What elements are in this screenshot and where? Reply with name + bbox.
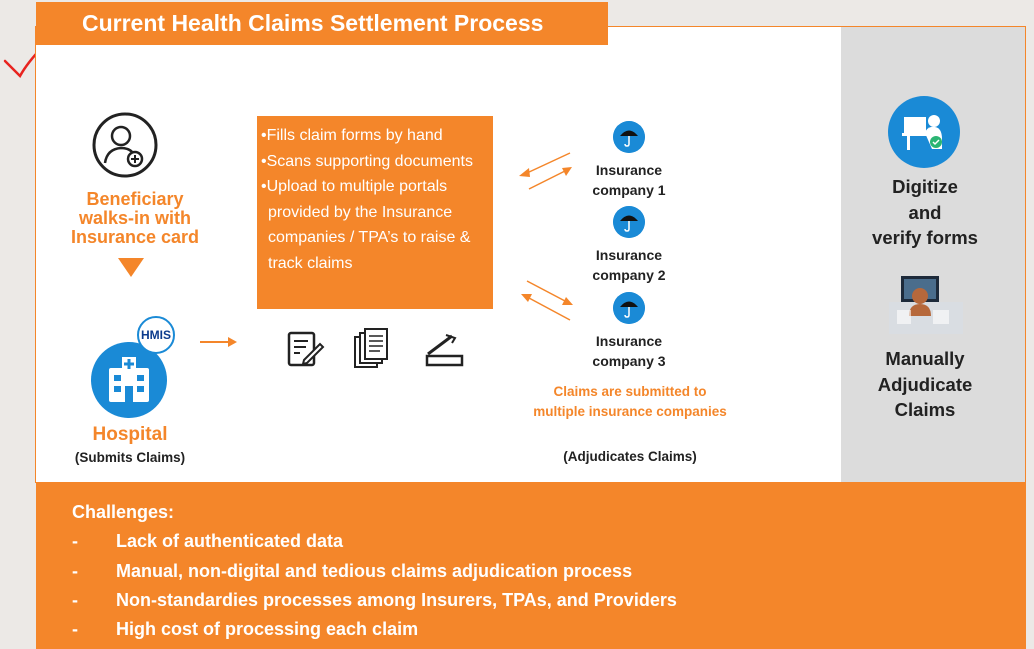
computer-user-icon	[888, 96, 960, 168]
step-item: •Fills claim forms by hand	[261, 127, 443, 144]
steps-box: •Fills claim forms by hand •Scans suppor…	[257, 116, 493, 309]
manual-line: Claims	[894, 399, 956, 420]
challenge-item: - Lack of authenticated data	[72, 531, 343, 552]
insurance-company-1: Insurance company 1	[574, 160, 684, 200]
dash: -	[72, 561, 78, 581]
beneficiary-line: Insurance card	[70, 227, 200, 247]
dash: -	[72, 590, 78, 610]
desktop-user-icon	[889, 276, 963, 334]
documents-icon	[354, 328, 388, 368]
challenge-text: Lack of authenticated data	[116, 531, 344, 551]
manual-line: Manually	[885, 348, 965, 369]
hospital-label: Hospital	[92, 424, 168, 445]
insurance-line: company 1	[592, 182, 666, 198]
dash: -	[72, 531, 78, 551]
manual-line: Adjudicate	[877, 373, 973, 395]
beneficiary-label: Beneficiary walks-in with Insurance card	[40, 190, 230, 247]
scanner-icon	[425, 334, 464, 367]
challenge-item: - Non-standardies processes among Insurer…	[72, 590, 677, 611]
hospital-icon	[91, 342, 167, 418]
double-arrow-icon	[521, 280, 573, 321]
right-arrow-icon	[200, 337, 237, 347]
challenge-item: - Manual, non-digital and tedious claims …	[72, 561, 632, 582]
insurance-line: company 3	[592, 353, 666, 369]
digitize-label: Digitize and verify forms	[850, 174, 1000, 251]
down-arrow-icon	[118, 258, 144, 277]
step-item: •Upload to multiple portals provided by …	[261, 178, 471, 272]
manual-adjudicate-label: Manually Adjudicate Claims	[850, 346, 1000, 423]
hmis-badge: HMIS	[137, 316, 175, 354]
umbrella-icon	[613, 206, 645, 238]
digitize-line: verify forms	[872, 227, 978, 248]
beneficiary-line: Beneficiary	[86, 189, 184, 209]
patient-icon	[92, 112, 158, 178]
submits-claims-label: (Submits Claims)	[74, 450, 186, 465]
insurance-company-3: Insurance company 3	[574, 331, 684, 371]
beneficiary-line: walks-in with	[78, 208, 192, 228]
insurance-line: Insurance	[595, 162, 663, 178]
challenges-panel	[36, 483, 1026, 649]
umbrella-icon	[613, 292, 645, 324]
challenge-text: High cost of processing each claim	[116, 619, 419, 639]
challenge-item: - High cost of processing each claim	[72, 619, 418, 640]
insurance-company-2: Insurance company 2	[574, 245, 684, 285]
insurance-line: company 2	[592, 267, 666, 283]
double-arrow-icon	[519, 152, 572, 190]
page-title: Current Health Claims Settlement Process	[36, 2, 608, 45]
challenges-heading: Challenges:	[72, 502, 175, 522]
insurance-line: Insurance	[595, 247, 663, 263]
form-edit-icon	[287, 331, 325, 367]
claims-note-line: multiple insurance companies	[533, 404, 727, 419]
dash: -	[72, 619, 78, 639]
digitize-line: Digitize	[892, 176, 958, 197]
insurance-line: Insurance	[595, 333, 663, 349]
claims-note-line: Claims are submitted to	[553, 384, 707, 399]
challenge-text: Manual, non-digital and tedious claims a…	[116, 561, 633, 581]
umbrella-icon	[613, 121, 645, 153]
claims-note: Claims are submitted to multiple insuran…	[500, 382, 760, 422]
adjudicates-claims-label: (Adjudicates Claims)	[563, 449, 697, 464]
challenge-text: Non-standardies processes among Insurers…	[116, 590, 677, 610]
step-item: •Scans supporting documents	[261, 152, 473, 170]
digitize-line: and	[908, 201, 942, 223]
